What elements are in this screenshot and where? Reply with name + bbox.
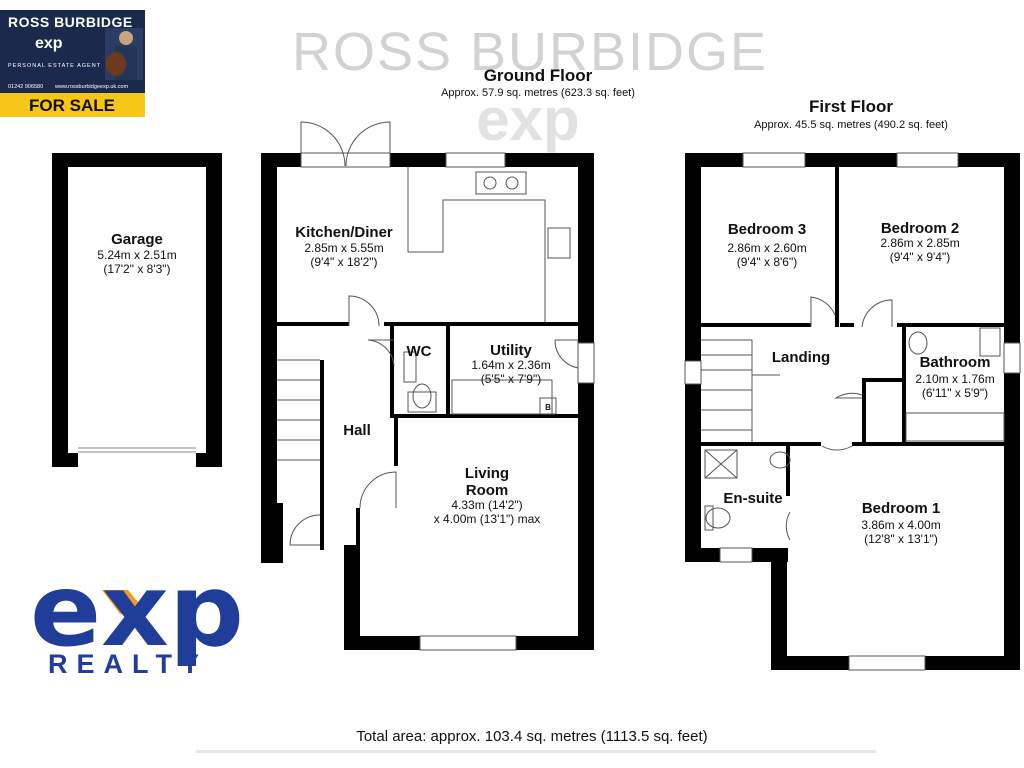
room-garage: Garage 5.24m x 2.51m (17'2" x 8'3"): [97, 231, 176, 276]
agent-badge: ROSS BURBIDGE exp PERSONAL ESTATE AGENT …: [0, 10, 145, 117]
watermark-brand: exp: [476, 86, 579, 153]
ground-floor-area: Approx. 57.9 sq. metres (623.3 sq. feet): [441, 87, 635, 99]
ground-floor-title: Ground Floor: [484, 66, 593, 85]
watermark-name: ROSS BURBIDGE: [292, 22, 768, 82]
room-dim-imperial: x 4.00m (13'1") max: [434, 512, 541, 526]
first-floor-title: First Floor: [809, 97, 893, 116]
room-name: Hall: [343, 422, 371, 439]
room-dim-metric: 2.85m x 5.55m: [304, 241, 383, 255]
room-landing: Landing: [772, 349, 830, 366]
badge-phone: 01242 906580: [8, 84, 43, 90]
ground-floor-plan: [261, 121, 595, 651]
room-name: Kitchen/Diner: [295, 224, 393, 241]
room-dim-metric: 5.24m x 2.51m: [97, 248, 176, 262]
room-name: Landing: [772, 349, 830, 366]
room-name: Garage: [111, 231, 163, 248]
room-dim-imperial: (5'5" x 7'9"): [481, 372, 541, 386]
first-floor-area: Approx. 45.5 sq. metres (490.2 sq. feet): [754, 119, 948, 131]
room-dim-imperial: (9'4" x 8'6"): [737, 255, 797, 269]
for-sale-strip: [0, 93, 145, 117]
logo-mark: exp: [30, 552, 244, 669]
first-floor-plan: [684, 152, 1021, 671]
room-dim-imperial: (12'8" x 13'1"): [864, 532, 938, 546]
room-dim-imperial: (9'4" x 18'2"): [310, 255, 377, 269]
room-dim-metric: 2.86m x 2.60m: [727, 241, 806, 255]
room-dim-imperial: (17'2" x 8'3"): [103, 262, 170, 276]
disclaimer-line: [196, 750, 876, 753]
agent-photo: [105, 28, 143, 80]
room-en-suite: En-suite: [723, 490, 782, 507]
room-dim-metric: 2.86m x 2.85m: [880, 236, 959, 250]
room-name: Bedroom 3: [728, 221, 806, 238]
room-dim-metric: 2.10m x 1.76m: [915, 372, 994, 386]
watermark: ROSS BURBIDGE exp: [292, 22, 768, 153]
for-sale-label: FOR SALE: [29, 96, 115, 115]
badge-website: www.rossburbidgeexp.uk.com: [54, 84, 128, 90]
room-wc: WC: [407, 343, 432, 360]
room-name-line1: Living: [465, 465, 509, 482]
room-hall: Hall: [343, 422, 371, 439]
room-name: Utility: [490, 342, 532, 359]
badge-agent-name: ROSS BURBIDGE: [8, 14, 133, 30]
room-bedroom-2: Bedroom 2 2.86m x 2.85m (9'4" x 9'4"): [880, 220, 959, 264]
room-bedroom-3: Bedroom 3 2.86m x 2.60m (9'4" x 8'6"): [727, 221, 806, 269]
badge-brand: exp: [35, 35, 63, 52]
room-name: Bedroom 2: [881, 220, 959, 237]
room-bathroom: Bathroom 2.10m x 1.76m (6'11" x 5'9"): [915, 354, 994, 400]
boiler-label: B: [545, 403, 551, 412]
logo-accent-chevron: [102, 590, 148, 614]
room-name-line2: Room: [466, 482, 509, 499]
exp-realty-logo: exp REALTY: [30, 552, 244, 679]
room-living-room: Living Room 4.33m (14'2") x 4.00m (13'1"…: [434, 465, 541, 526]
room-dim-metric: 4.33m (14'2"): [451, 498, 522, 512]
room-name: En-suite: [723, 490, 782, 507]
room-dim-metric: 3.86m x 4.00m: [861, 518, 940, 532]
room-name: Bedroom 1: [862, 500, 940, 517]
dog-icon: [106, 52, 126, 76]
room-name: WC: [407, 343, 432, 360]
room-utility: Utility 1.64m x 2.36m (5'5" x 7'9") B: [471, 342, 551, 412]
garage-plan: [52, 153, 222, 467]
total-area: Total area: approx. 103.4 sq. metres (11…: [356, 728, 707, 745]
logo-word: REALTY: [48, 649, 208, 679]
room-dim-imperial: (6'11" x 5'9"): [922, 386, 988, 400]
room-bedroom-1: Bedroom 1 3.86m x 4.00m (12'8" x 13'1"): [861, 500, 940, 546]
room-dim-imperial: (9'4" x 9'4"): [890, 250, 950, 264]
room-name: Bathroom: [920, 354, 991, 371]
badge-tagline: PERSONAL ESTATE AGENT: [8, 63, 101, 69]
room-kitchen-diner: Kitchen/Diner 2.85m x 5.55m (9'4" x 18'2…: [295, 224, 393, 269]
room-dim-metric: 1.64m x 2.36m: [471, 358, 550, 372]
